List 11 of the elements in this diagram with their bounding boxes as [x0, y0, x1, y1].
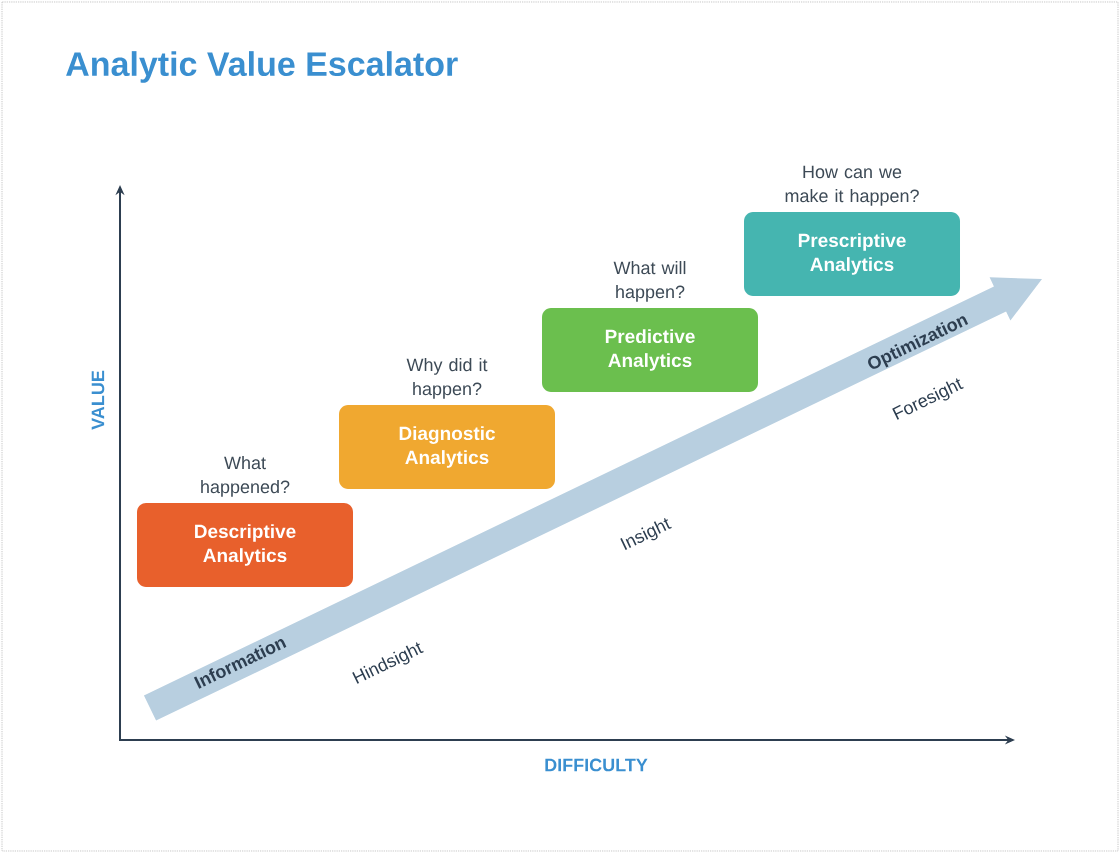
analytics-box: Diagnostic Analytics: [339, 405, 555, 489]
question-text: What happened?: [201, 456, 290, 497]
question-text: What will happen?: [613, 261, 686, 302]
question-text: Why did it happen?: [406, 358, 488, 399]
analytics-box: Descriptive Analytics: [137, 503, 353, 587]
axis-label: DIFFICULTY: [545, 758, 648, 772]
analytics-box: Predictive Analytics: [542, 308, 758, 392]
analytics-box: Prescriptive Analytics: [744, 212, 960, 296]
axis-label: VALUE: [91, 370, 105, 430]
question-text: How can we make it happen?: [785, 165, 919, 206]
title: Analytic Value Escalator: [66, 51, 458, 83]
